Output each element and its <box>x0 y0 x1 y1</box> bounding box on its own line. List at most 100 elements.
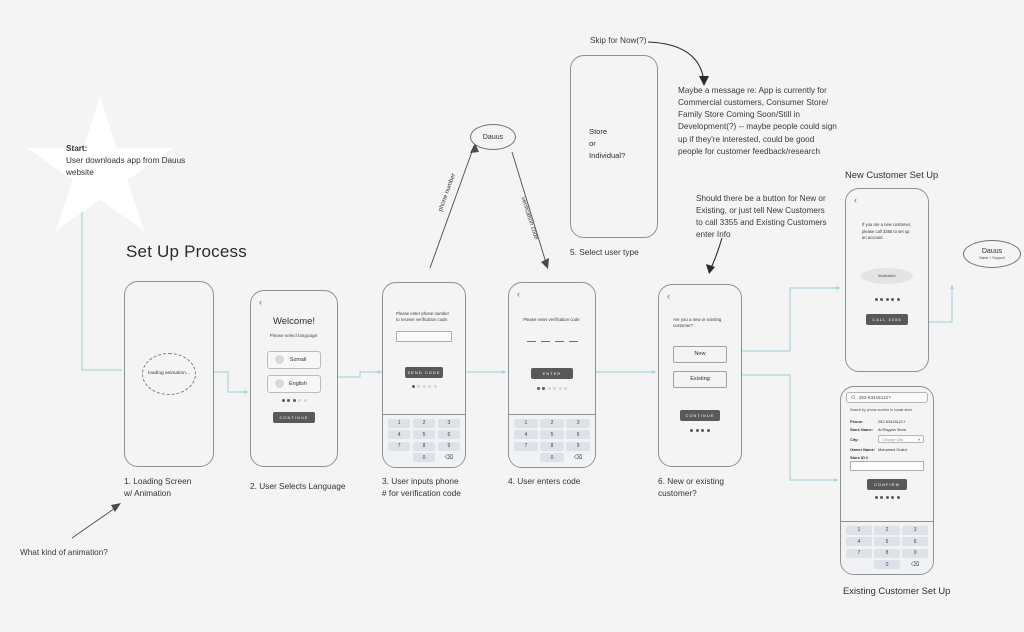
node-dauus: Dauus <box>470 124 516 150</box>
radio-icon <box>275 355 284 365</box>
field-label: Store Name: <box>850 427 873 433</box>
screen-new-customer-setup[interactable]: ‹ If you are a new customer, please call… <box>845 188 929 372</box>
backspace-icon[interactable]: ⌫ <box>910 562 920 568</box>
option-new-customer[interactable]: New <box>673 345 727 363</box>
call-3355-button[interactable]: CALL 3355 <box>866 314 908 326</box>
key-0[interactable]: 0 <box>412 453 436 462</box>
form-row-phone: Phone: 252-63415121? <box>850 419 924 424</box>
key-2[interactable]: 2 <box>540 418 564 428</box>
field-label: Owner Name: <box>850 446 876 452</box>
label-existing-customer-setup: Existing Customer Set Up <box>843 585 951 596</box>
store-id-label: Store ID # <box>850 454 869 460</box>
key-blank <box>388 453 410 462</box>
page-title: Set Up Process <box>126 242 247 261</box>
key-7[interactable]: 7 <box>514 441 538 451</box>
screen-enter-code[interactable]: ‹ Please enter verification code: ENTER … <box>508 282 596 468</box>
key-5[interactable]: 5 <box>874 537 900 546</box>
node-subtitle: Sales + Support <box>979 255 1005 260</box>
welcome-title: Welcome! <box>272 316 316 327</box>
annotation-button-note: Should there be a button for New or Exis… <box>696 194 827 240</box>
pager-dots <box>852 298 922 302</box>
screen-select-language[interactable]: ‹ Welcome! Please select language: Somal… <box>250 290 338 467</box>
key-5[interactable]: 5 <box>412 430 436 439</box>
screen-select-user-type[interactable]: Store or Individual? <box>570 55 658 238</box>
code-input-slots[interactable] <box>515 341 589 343</box>
caption-new-or-existing: 6. New or existing customer? <box>658 476 724 499</box>
field-value: Al Rayyan Store <box>878 427 907 433</box>
numeric-keypad[interactable]: 1 2 3 4 5 6 7 8 9 0 ⌫ <box>509 413 595 467</box>
key-8[interactable]: 8 <box>874 548 900 558</box>
key-0[interactable]: 0 <box>874 560 900 569</box>
phone-number-input[interactable] <box>396 330 452 342</box>
form-row-owner-name: Owner Name: Mohamed Guled <box>850 447 924 452</box>
annotation-skip-for-now: Skip for Now(?) <box>590 36 647 45</box>
key-6[interactable]: 6 <box>566 430 590 439</box>
store-search-input[interactable]: 252-63415121? <box>846 392 928 403</box>
key-1[interactable]: 1 <box>388 418 411 428</box>
key-9[interactable]: 9 <box>437 441 460 451</box>
key-4[interactable]: 4 <box>388 430 411 439</box>
key-6[interactable]: 6 <box>437 430 460 439</box>
language-subtitle: Please select language: <box>269 333 319 338</box>
numeric-keypad[interactable]: 1 2 3 4 5 6 7 8 9 0 ⌫ <box>841 520 933 574</box>
key-3[interactable]: 3 <box>566 418 590 428</box>
backspace-icon[interactable]: ⌫ <box>444 455 454 461</box>
screen-enter-phone[interactable]: Please enter phone number to receive ver… <box>382 282 466 468</box>
store-id-input[interactable] <box>850 461 924 472</box>
key-6[interactable]: 6 <box>902 537 928 546</box>
back-icon[interactable]: ‹ <box>259 297 262 307</box>
key-5[interactable]: 5 <box>540 430 564 439</box>
screen-loading-screen[interactable]: loading animation... <box>124 281 214 467</box>
city-select[interactable]: Choose City ▾ <box>878 435 924 444</box>
new-customer-message: If you are a new customer, please call 3… <box>862 222 912 241</box>
numeric-keypad[interactable]: 1 2 3 4 5 6 7 8 9 0 ⌫ <box>383 413 465 467</box>
option-existing-customer[interactable]: Existing <box>673 370 727 388</box>
pager-dots <box>841 496 933 500</box>
caption-select-language: 2. User Selects Language <box>250 481 346 491</box>
key-1[interactable]: 1 <box>514 418 538 428</box>
key-2[interactable]: 2 <box>412 418 436 428</box>
loading-animation-placeholder: loading animation... <box>142 353 196 395</box>
customer-type-prompt: Are you a new or existing customer? <box>673 317 722 329</box>
key-7[interactable]: 7 <box>388 441 411 451</box>
key-blank <box>846 560 872 569</box>
key-7[interactable]: 7 <box>846 548 872 558</box>
key-9[interactable]: 9 <box>566 441 590 451</box>
key-1[interactable]: 1 <box>846 525 872 535</box>
radio-icon <box>275 379 284 389</box>
back-icon[interactable]: ‹ <box>667 291 670 301</box>
continue-button[interactable]: CONTINUE <box>680 409 720 421</box>
backspace-icon[interactable]: ⌫ <box>573 455 583 461</box>
language-option-label: English <box>289 380 307 387</box>
edge-label-verification-code: verification code <box>519 196 540 241</box>
loading-animation-text: loading animation... <box>148 370 190 376</box>
annotation-message-note: Maybe a message re: App is currently for… <box>678 86 837 156</box>
field-label: Phone: <box>850 419 864 424</box>
confirm-button[interactable]: CONFIRM <box>867 479 907 491</box>
start-note: Start: User downloads app from Dauus web… <box>66 143 186 179</box>
language-option-somali[interactable]: Somali <box>267 350 321 369</box>
screen-new-or-existing[interactable]: ‹ Are you a new or existing customer? Ne… <box>658 284 742 467</box>
user-type-prompt: Store or Individual? <box>589 127 626 160</box>
back-icon[interactable]: ‹ <box>517 289 520 299</box>
city-select-value: Choose City <box>882 436 904 442</box>
enter-button[interactable]: ENTER <box>531 368 573 380</box>
key-3[interactable]: 3 <box>437 418 460 428</box>
send-code-button[interactable]: SEND CODE <box>405 366 443 378</box>
chevron-down-icon: ▾ <box>917 436 920 442</box>
back-icon[interactable]: ‹ <box>854 195 857 205</box>
key-8[interactable]: 8 <box>540 441 564 451</box>
key-9[interactable]: 9 <box>902 548 928 558</box>
key-2[interactable]: 2 <box>874 525 900 535</box>
continue-button[interactable]: CONTINUE <box>273 411 315 423</box>
key-3[interactable]: 3 <box>902 525 928 535</box>
key-0[interactable]: 0 <box>540 453 564 462</box>
key-8[interactable]: 8 <box>412 441 436 451</box>
start-note-body: User downloads app from Dauus website <box>66 155 186 177</box>
screen-existing-customer-setup[interactable]: 252-63415121? Search by phone number to … <box>840 386 934 575</box>
language-option-english[interactable]: English <box>267 374 321 393</box>
key-4[interactable]: 4 <box>846 537 872 546</box>
form-row-city[interactable]: City: Choose City ▾ <box>850 435 924 444</box>
field-value: Mohamed Guled <box>878 446 907 452</box>
key-4[interactable]: 4 <box>514 430 538 439</box>
